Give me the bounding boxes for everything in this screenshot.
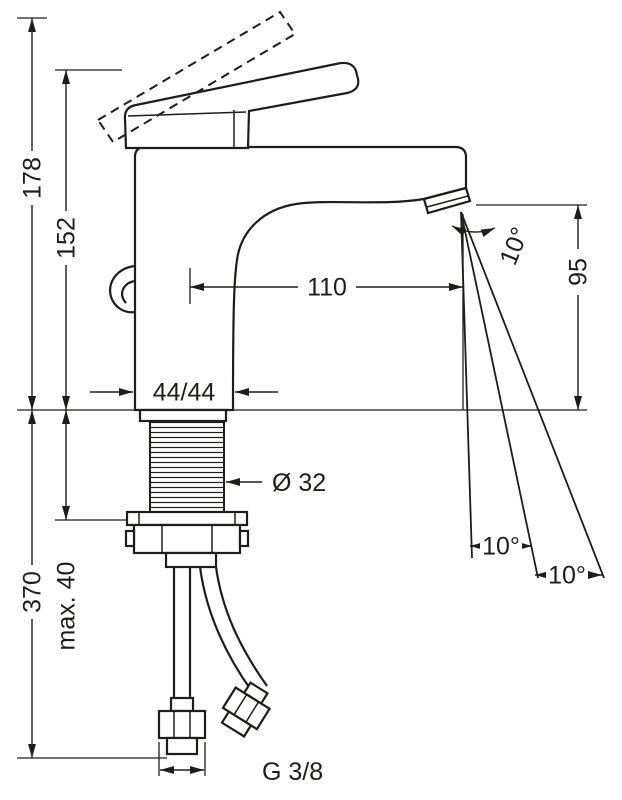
stream-line-3: [460, 211, 605, 579]
undercounter-group: [124, 420, 272, 756]
clamp-nut: [132, 523, 242, 555]
angle2-label: 10°: [548, 562, 586, 590]
dim-110-label: 110: [307, 274, 347, 302]
dim-44-44: 44/44: [90, 379, 278, 407]
angle-outlet-arc: [451, 225, 496, 237]
hose1-connector: [157, 696, 207, 756]
handle-joint-line: [127, 111, 247, 117]
dim-95-label: 95: [565, 258, 593, 286]
dim-152: 152: [53, 70, 81, 410]
angle-swivel-2: 10°: [535, 562, 602, 590]
clamp-nut-tab-right: [238, 529, 250, 548]
hose2-right-edge: [214, 566, 268, 687]
hose-manifold: [164, 551, 218, 569]
aerator: [422, 186, 472, 215]
dim-4444-label: 44/44: [153, 379, 216, 407]
dim-max40-label: max. 40: [53, 562, 81, 651]
dim-max40: max. 40: [53, 410, 81, 656]
dim-178-label: 178: [19, 157, 47, 199]
hose2-left-edge: [198, 566, 252, 691]
dim-370: 370: [19, 410, 47, 758]
stream-lines: [460, 211, 605, 579]
extension-lines: [17, 17, 587, 759]
angle-swivel-1: 10°: [470, 533, 532, 561]
base-gasket: [138, 408, 228, 423]
stream-line-2: [460, 211, 539, 579]
dim-370-label: 370: [19, 571, 47, 613]
threaded-shank: [149, 420, 225, 513]
body-side-detail: [109, 264, 136, 314]
g38-label: G 3/8: [262, 758, 323, 786]
dim-178: 178: [19, 18, 47, 410]
stream-line-1: [460, 211, 473, 559]
dim-95: 95: [565, 205, 593, 410]
handle-lever: [123, 61, 360, 150]
dim-110: 110: [189, 268, 463, 304]
handle-raised-dashed: [96, 10, 297, 144]
dim-diameter-32: Ø 32: [226, 469, 326, 497]
dim-152-label: 152: [53, 217, 81, 259]
clamp-washer: [125, 510, 249, 527]
angle1-label: 10°: [482, 533, 520, 561]
faucet-body-group: [96, 10, 472, 423]
dim-d32-label: Ø 32: [272, 469, 326, 497]
aerator-inner-line: [426, 195, 469, 208]
clamp-nut-tab-left: [124, 529, 136, 548]
hose2-connector: [220, 681, 272, 738]
dim-g38: G 3/8: [158, 742, 323, 786]
